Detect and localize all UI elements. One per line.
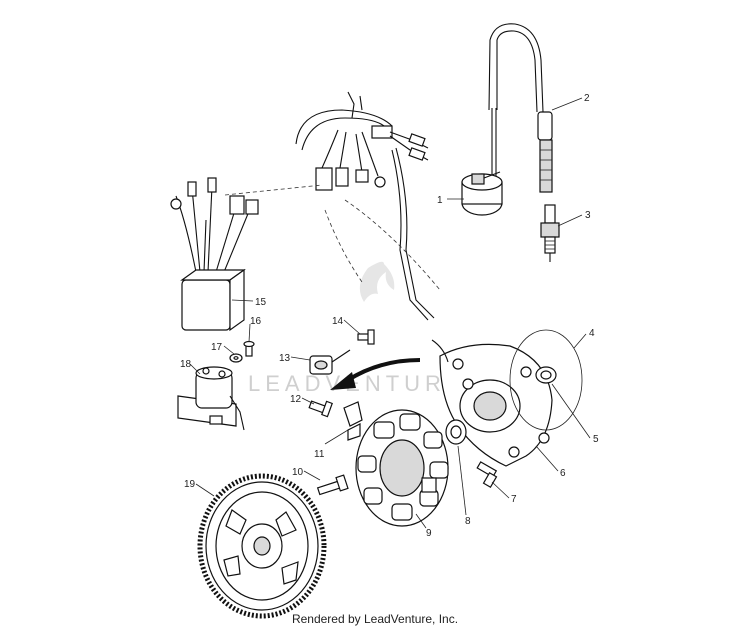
o-ring bbox=[509, 329, 583, 431]
callout-3: 3 bbox=[585, 210, 591, 221]
callout-13: 13 bbox=[279, 353, 291, 364]
wiring-harness bbox=[295, 91, 435, 321]
callout-18: 18 bbox=[180, 359, 192, 370]
callout-2: 2 bbox=[584, 93, 590, 104]
leader-lines bbox=[189, 97, 591, 529]
callout-9: 9 bbox=[426, 528, 432, 539]
stator bbox=[355, 409, 449, 527]
callout-16: 16 bbox=[250, 316, 262, 327]
starter-solenoid bbox=[177, 366, 245, 431]
dashed-connector-c bbox=[344, 199, 441, 291]
dashed-connector-b bbox=[324, 209, 363, 283]
ignition-coil bbox=[461, 108, 503, 216]
spark-plug-cap bbox=[488, 23, 553, 193]
callout-14: 14 bbox=[332, 316, 344, 327]
flywheel bbox=[197, 473, 327, 619]
oil-seal-8 bbox=[445, 419, 467, 445]
washer-17 bbox=[229, 353, 243, 363]
direction-arrow bbox=[330, 358, 421, 390]
dashed-connector-a bbox=[224, 184, 323, 196]
screw-16 bbox=[243, 340, 255, 357]
callout-11: 11 bbox=[314, 449, 325, 460]
callout-15: 15 bbox=[255, 297, 267, 308]
screw-7 bbox=[476, 461, 498, 489]
callout-6: 6 bbox=[560, 468, 566, 479]
callout-5: 5 bbox=[593, 434, 599, 445]
stator-bracket bbox=[343, 401, 363, 441]
callout-labels: 1 2 3 4 5 6 7 8 9 10 11 12 13 14 15 16 1… bbox=[180, 93, 599, 539]
footer-credit: Rendered by LeadVenture, Inc. bbox=[291, 612, 459, 626]
magneto-housing bbox=[431, 339, 553, 467]
callout-19: 19 bbox=[184, 479, 196, 490]
pulser-coil bbox=[309, 349, 351, 375]
callout-1: 1 bbox=[437, 195, 443, 206]
spark-plug bbox=[540, 204, 560, 262]
screw-12 bbox=[308, 400, 333, 418]
oil-seal-5 bbox=[535, 366, 557, 384]
bolt-10 bbox=[316, 474, 349, 496]
callout-8: 8 bbox=[465, 516, 471, 527]
callout-4: 4 bbox=[589, 328, 595, 339]
callout-10: 10 bbox=[292, 467, 304, 478]
callout-17: 17 bbox=[211, 342, 223, 353]
callout-12: 12 bbox=[290, 394, 302, 405]
callout-7: 7 bbox=[511, 494, 517, 505]
cdi-box bbox=[170, 177, 259, 332]
screw-14 bbox=[357, 329, 375, 345]
